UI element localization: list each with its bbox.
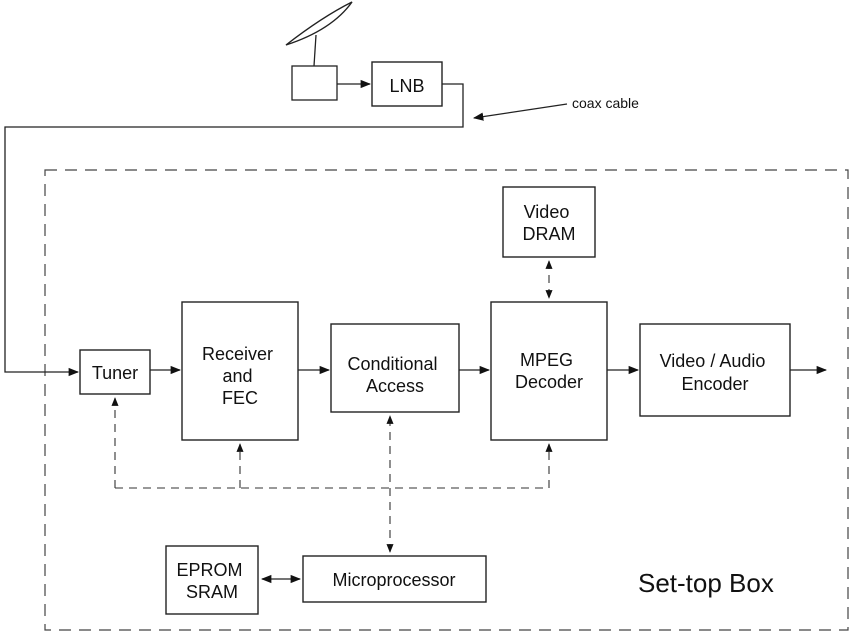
receiver-fec-block: Receiver and FEC <box>181 301 299 441</box>
encoder-label-line-2: Encoder <box>681 374 748 394</box>
eprom-sram-block: EPROM SRAM <box>165 545 259 615</box>
receiver-label-line-2: and <box>222 366 252 386</box>
receiver-label-line-1: Receiver <box>202 344 273 364</box>
video-dram-label-line-2: DRAM <box>523 224 576 244</box>
lnb-block: LNB <box>371 61 443 107</box>
lnb-label: LNB <box>389 76 424 96</box>
satellite-dish-icon <box>285 1 353 67</box>
conditional-access-label-line-2: Access <box>366 376 424 396</box>
microprocessor-block: Microprocessor <box>302 555 487 603</box>
encoder-label-line-1: Video / Audio <box>660 351 766 371</box>
video-dram-block: Video DRAM <box>502 186 596 258</box>
tuner-block: Tuner <box>79 349 151 395</box>
svg-text:Conditional Access: Conditional Access <box>347 354 442 396</box>
mpeg-decoder-block: MPEG Decoder <box>490 301 608 441</box>
receiver-label-line-3: FEC <box>222 388 258 408</box>
tuner-label: Tuner <box>92 363 138 383</box>
mpeg-decoder-label-line-2: Decoder <box>515 372 583 392</box>
svg-text:Video DRAM: Video DRAM <box>523 202 576 244</box>
feed-horn-box <box>291 65 338 101</box>
svg-text:EPROM SRAM: EPROM SRAM <box>176 560 247 602</box>
eprom-label-line-1: EPROM <box>176 560 242 580</box>
svg-text:Receiver and FEC: Receiver and FEC <box>202 344 278 408</box>
coax-cable-label: coax cable <box>572 95 639 111</box>
coax-pointer-arrow <box>472 103 568 121</box>
coax-cable-line <box>4 83 464 377</box>
video-dram-label-line-1: Video <box>524 202 570 222</box>
eprom-label-line-2: SRAM <box>186 582 238 602</box>
mpeg-decoder-label-line-1: MPEG <box>520 350 573 370</box>
settop-box-label: Set-top Box <box>638 568 774 598</box>
conditional-access-label-line-1: Conditional <box>347 354 437 374</box>
svg-text:MPEG Decoder: MPEG Decoder <box>515 350 583 392</box>
svg-text:Video / Audio Encoder: Video / Audio Encoder <box>660 351 771 394</box>
conditional-access-block: Conditional Access <box>330 323 460 413</box>
video-audio-encoder-block: Video / Audio Encoder <box>639 323 791 417</box>
settop-box-frame <box>44 169 849 631</box>
microprocessor-label: Microprocessor <box>332 570 455 590</box>
